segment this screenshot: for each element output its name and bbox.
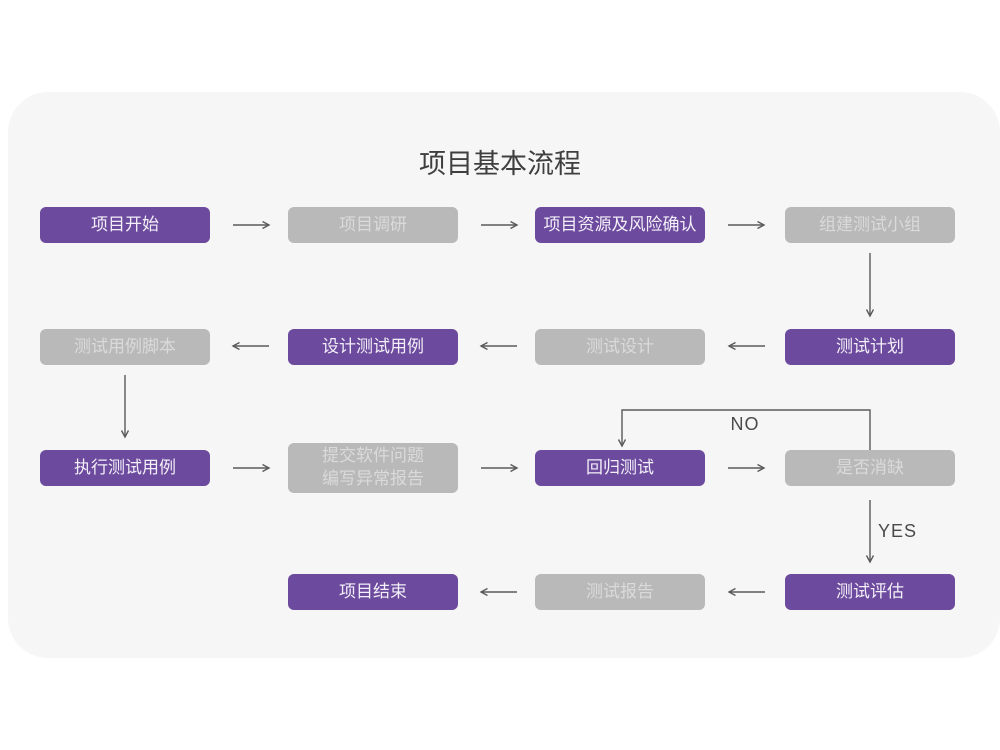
node-regression-test: 回归测试 (535, 450, 705, 486)
edge-label-no: NO (730, 414, 760, 434)
edge-label-yes: YES (878, 521, 918, 541)
page-title: 项目基本流程 (419, 149, 581, 179)
node-defect-resolved-check: 是否消缺 (785, 450, 955, 486)
node-submit-issue-report: 提交软件问题 编写异常报告 (288, 443, 458, 493)
node-build-test-team: 组建测试小组 (785, 207, 955, 243)
node-project-research: 项目调研 (288, 207, 458, 243)
node-test-design: 测试设计 (535, 329, 705, 365)
node-test-report: 测试报告 (535, 574, 705, 610)
node-resource-risk-confirm: 项目资源及风险确认 (535, 207, 705, 243)
node-test-case-script: 测试用例脚本 (40, 329, 210, 365)
node-project-end: 项目结束 (288, 574, 458, 610)
node-design-test-cases: 设计测试用例 (288, 329, 458, 365)
flowchart-canvas (8, 92, 1000, 658)
node-test-evaluation: 测试评估 (785, 574, 955, 610)
node-project-start: 项目开始 (40, 207, 210, 243)
node-execute-test-cases: 执行测试用例 (40, 450, 210, 486)
node-test-plan: 测试计划 (785, 329, 955, 365)
